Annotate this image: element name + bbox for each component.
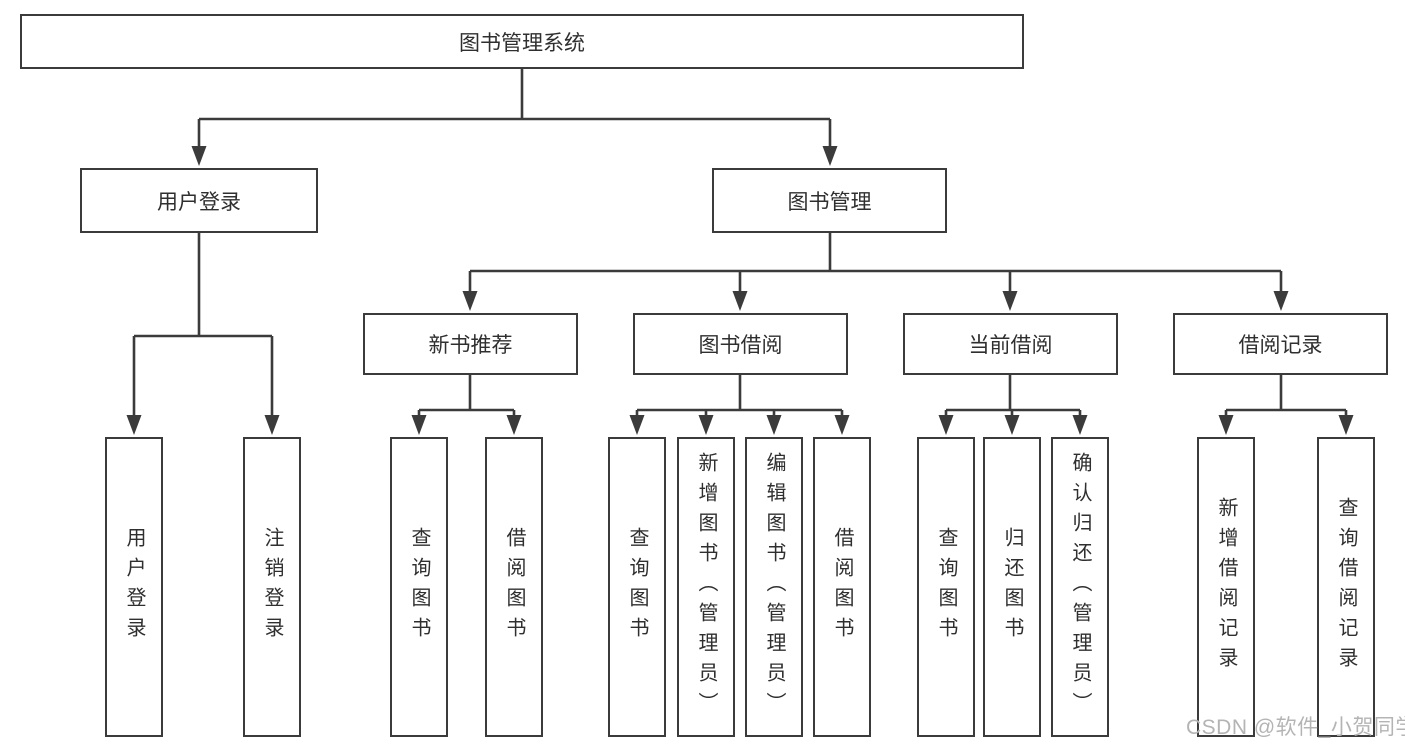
node-current-borrow: 当前借阅 bbox=[903, 313, 1118, 375]
leaf-logout: 注销登录 bbox=[243, 437, 301, 737]
leaf-borrow-books-borrow: 借阅图书 bbox=[813, 437, 871, 737]
node-borrow-records: 借阅记录 bbox=[1173, 313, 1388, 375]
leaf-edit-book-admin: 编辑图书（管理员） bbox=[745, 437, 803, 737]
watermark: CSDN @软件_小贺同学 bbox=[1186, 716, 1405, 739]
leaf-add-borrow-record: 新增借阅记录 bbox=[1197, 437, 1255, 737]
leaf-return-book: 归还图书 bbox=[983, 437, 1041, 737]
leaf-confirm-return-admin: 确认归还（管理员） bbox=[1051, 437, 1109, 737]
leaf-query-books-current: 查询图书 bbox=[917, 437, 975, 737]
leaf-add-book-admin: 新增图书（管理员） bbox=[677, 437, 735, 737]
leaf-query-borrow-record: 查询借阅记录 bbox=[1317, 437, 1375, 737]
leaf-borrow-books-recommend: 借阅图书 bbox=[485, 437, 543, 737]
node-book-borrow: 图书借阅 bbox=[633, 313, 848, 375]
arrowhead-icons bbox=[126, 146, 1354, 435]
node-book-management: 图书管理 bbox=[712, 168, 947, 233]
connector-lines bbox=[132, 69, 1348, 417]
leaf-query-books-recommend: 查询图书 bbox=[390, 437, 448, 737]
leaf-query-books-borrow: 查询图书 bbox=[608, 437, 666, 737]
leaf-user-login: 用户登录 bbox=[105, 437, 163, 737]
node-new-book-recommend: 新书推荐 bbox=[363, 313, 578, 375]
node-root: 图书管理系统 bbox=[20, 14, 1024, 69]
node-user-login: 用户登录 bbox=[80, 168, 318, 233]
